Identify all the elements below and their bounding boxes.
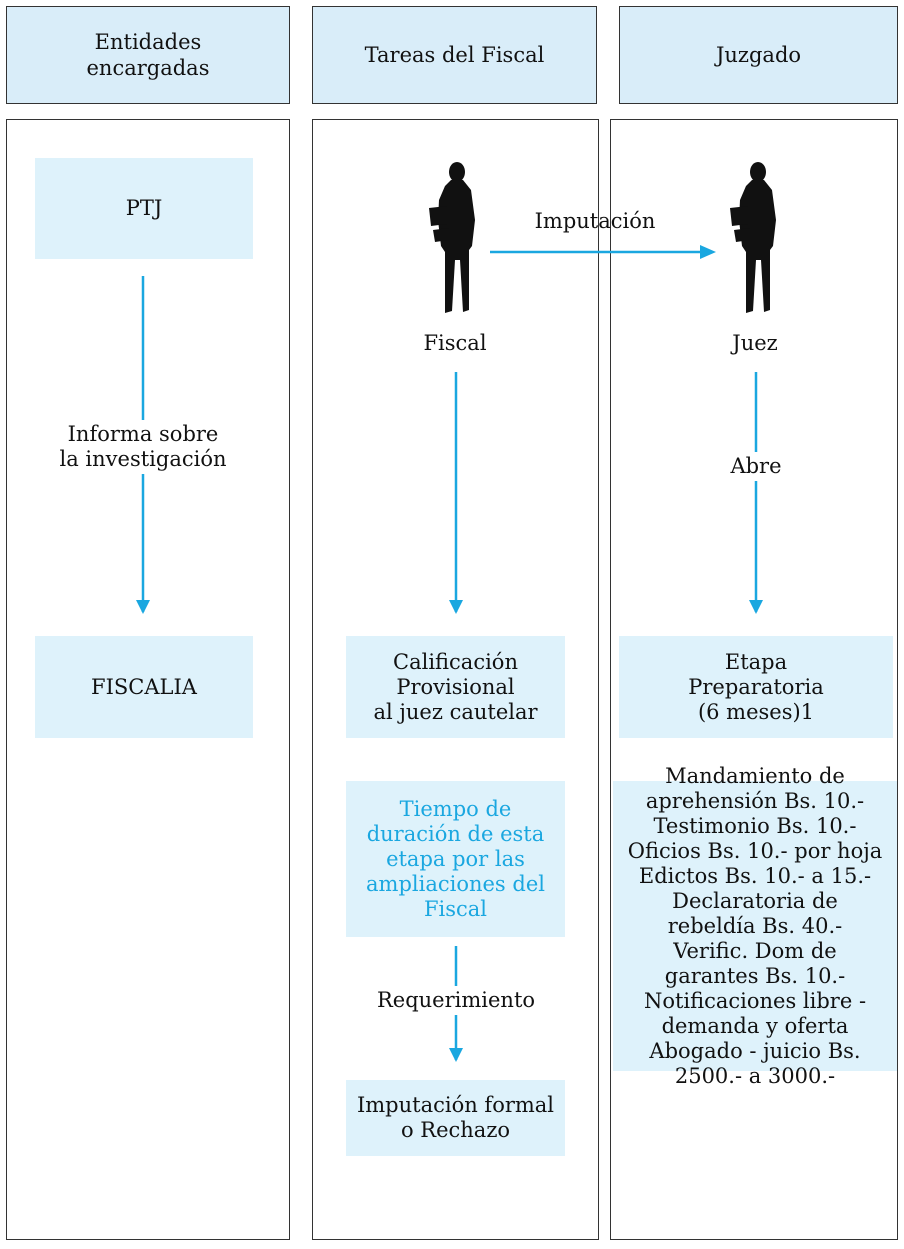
informa-text: Informa sobre la investigación (59, 422, 227, 471)
column-entidades (6, 119, 290, 1240)
person-silhouette-icon (730, 162, 776, 313)
box-calificacion: Calificación Provisional al juez cautela… (346, 636, 565, 738)
header-entidades-text: Entidades encargadas (86, 30, 210, 80)
column-juzgado (610, 119, 898, 1240)
label-informa: Informa sobre la investigación (58, 420, 228, 474)
label-abre: Abre (716, 452, 796, 481)
label-requerimiento: Requerimiento (366, 986, 546, 1015)
fiscal-text: Fiscal (423, 331, 487, 355)
ptj-text: PTJ (125, 196, 163, 220)
label-imputacion: Imputación (520, 209, 670, 234)
box-fiscalia: FISCALIA (35, 636, 253, 738)
header-juzgado-text: Juzgado (715, 43, 802, 67)
etapa-text: Etapa Preparatoria (6 meses)1 (688, 649, 824, 724)
abre-text: Abre (730, 454, 782, 478)
calificacion-text: Calificación Provisional al juez cautela… (373, 649, 538, 724)
header-entidades: Entidades encargadas (6, 6, 290, 104)
header-tareas: Tareas del Fiscal (312, 6, 597, 104)
label-juez: Juez (705, 331, 805, 356)
box-tiempo: Tiempo de duración de esta etapa por las… (346, 781, 565, 937)
box-imputacion-formal: Imputación formal o Rechazo (346, 1080, 565, 1156)
imputacion-text: Imputación (534, 209, 656, 233)
juez-text: Juez (732, 331, 778, 355)
label-fiscal: Fiscal (400, 331, 510, 356)
imputacion-formal-text: Imputación formal o Rechazo (356, 1093, 555, 1142)
tiempo-text: Tiempo de duración de esta etapa por las… (366, 796, 545, 921)
person-silhouette-icon (429, 162, 475, 313)
header-tareas-text: Tareas del Fiscal (364, 43, 545, 67)
column-tareas (312, 119, 599, 1240)
box-costos: Mandamiento de aprehensión Bs. 10.- Test… (613, 764, 897, 1088)
box-ptj: PTJ (35, 158, 253, 259)
fiscalia-text: FISCALIA (91, 674, 197, 699)
requerimiento-text: Requerimiento (376, 988, 536, 1012)
box-etapa: Etapa Preparatoria (6 meses)1 (619, 636, 893, 738)
header-juzgado: Juzgado (619, 6, 898, 104)
costos-text: Mandamiento de aprehensión Bs. 10.- Test… (627, 763, 883, 1088)
